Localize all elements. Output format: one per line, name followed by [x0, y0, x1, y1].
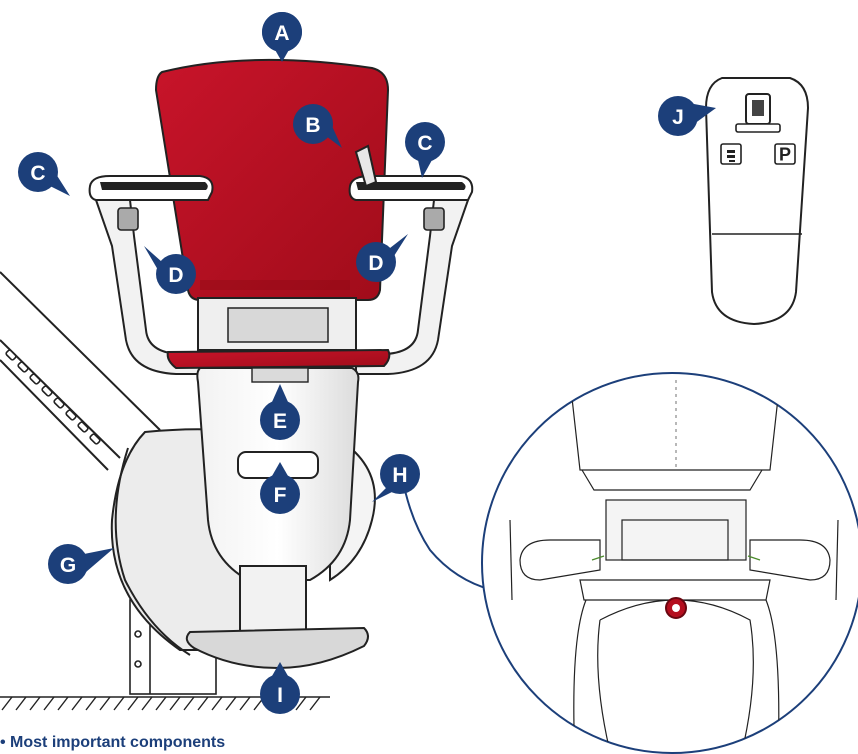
marker-g: G [48, 544, 114, 584]
svg-text:A: A [274, 22, 289, 45]
svg-text:D: D [168, 264, 183, 287]
left-armrest-top [100, 182, 208, 190]
seat-cushion [166, 348, 391, 370]
marker-h: H [372, 454, 420, 502]
svg-text:B: B [305, 114, 320, 137]
remote-park-button [774, 143, 796, 165]
marker-c-left: C [18, 152, 70, 196]
marker-f: F [260, 462, 300, 514]
remote-seat-button [720, 143, 742, 165]
left-armrest-control [117, 207, 139, 231]
remote-park-label: P [779, 145, 791, 165]
marker-c-right: C [405, 122, 445, 178]
rail-teeth [5, 349, 101, 445]
svg-text:C: C [417, 132, 432, 155]
marker-d-left: D [144, 246, 196, 294]
svg-text:H: H [392, 464, 407, 487]
seat-column-window [227, 307, 329, 343]
swivel-lever [354, 144, 378, 188]
svg-text:G: G [60, 554, 76, 577]
svg-text:J: J [672, 106, 684, 129]
svg-text:I: I [277, 684, 283, 707]
backrest-stitch [200, 280, 350, 290]
marker-b: B [293, 104, 342, 148]
svg-text:D: D [368, 252, 383, 275]
lower-column [239, 565, 307, 637]
right-armrest-control [423, 207, 445, 231]
marker-i: I [260, 662, 300, 714]
figure-caption: • Most important components [0, 734, 226, 751]
marker-a: A [261, 12, 302, 62]
svg-text:E: E [273, 410, 287, 433]
callout-line [401, 475, 493, 591]
marker-j: J [658, 96, 716, 136]
svg-text:C: C [30, 162, 45, 185]
body-top-slot [251, 367, 309, 383]
svg-text:F: F [274, 484, 287, 507]
zoom-detail [481, 372, 858, 754]
marker-d-right: D [356, 234, 408, 282]
marker-e: E [260, 384, 300, 440]
right-armrest-top [356, 182, 466, 190]
motor-cover-edge [114, 447, 191, 656]
remote-control: P [704, 77, 810, 326]
rail [0, 271, 161, 471]
